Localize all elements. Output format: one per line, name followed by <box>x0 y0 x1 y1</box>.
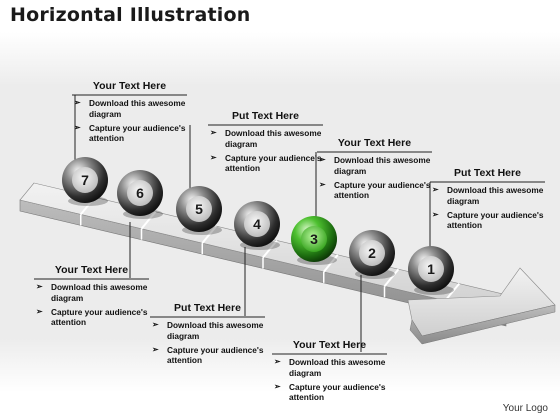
callout-bullet: Download this awesome diagram <box>208 128 323 150</box>
step-ball-5: 5 <box>176 186 222 235</box>
step-number: 2 <box>368 245 376 261</box>
step-ball-1: 1 <box>408 246 454 295</box>
callout-bullet: Capture your audience's attention <box>317 180 432 202</box>
callout-bullet: Capture your audience's attention <box>72 123 187 145</box>
step-ball-7: 7 <box>62 157 108 206</box>
step-ball-4: 4 <box>234 201 280 250</box>
callout-bullets: Download this awesome diagramCapture you… <box>430 185 545 231</box>
step-divider <box>140 211 157 230</box>
step-number: 7 <box>81 172 89 188</box>
callout-bullets: Download this awesome diagramCapture you… <box>317 155 432 201</box>
logo-text: Your Logo <box>502 403 548 414</box>
step-number: 6 <box>136 185 144 201</box>
callout-heading: Your Text Here <box>292 339 367 351</box>
staircase-arrow <box>19 182 556 345</box>
page-title: Horizontal Illustration <box>10 4 251 26</box>
step-divider <box>444 282 461 302</box>
ball-face <box>244 211 270 237</box>
callout-heading: Your Text Here <box>92 80 167 92</box>
callout-bullet: Download this awesome diagram <box>150 320 265 342</box>
callout-bullet: Capture your audience's attention <box>272 382 387 404</box>
callout-bullet: Capture your audience's attention <box>150 345 265 367</box>
step-ball-2: 2 <box>349 230 395 279</box>
callout-4: Put Text HereDownload this awesome diagr… <box>150 302 265 369</box>
callout-bullets: Download this awesome diagramCapture you… <box>208 128 323 174</box>
callout-7: Put Text HereDownload this awesome diagr… <box>430 167 545 234</box>
step-ball-3: 3 <box>291 216 337 265</box>
ball-face <box>359 240 385 266</box>
step-balls: 7 6 5 4 3 2 1 <box>62 157 454 295</box>
ball-face <box>72 167 98 193</box>
callout-1: Your Text HereDownload this awesome diag… <box>72 80 187 147</box>
ball-face <box>127 180 153 206</box>
callout-heading: Your Text Here <box>54 264 129 276</box>
callout-2: Your Text HereDownload this awesome diag… <box>34 264 149 331</box>
step-divider <box>262 239 278 259</box>
step-number: 4 <box>253 216 261 232</box>
callout-bullet: Download this awesome diagram <box>317 155 432 177</box>
step-divider <box>201 225 218 244</box>
callout-bullet: Capture your audience's attention <box>34 307 149 329</box>
step-ball-6: 6 <box>117 170 163 219</box>
callout-bullet: Capture your audience's attention <box>430 210 545 232</box>
callout-bullet: Capture your audience's attention <box>208 153 323 175</box>
callout-bullet: Download this awesome diagram <box>430 185 545 207</box>
callout-bullets: Download this awesome diagramCapture you… <box>272 357 387 403</box>
step-number: 1 <box>427 261 435 277</box>
callout-heading: Put Text Here <box>232 110 299 122</box>
callout-6: Your Text HereDownload this awesome diag… <box>272 339 387 406</box>
callout-5: Your Text HereDownload this awesome diag… <box>317 137 432 204</box>
callout-bullet: Download this awesome diagram <box>72 98 187 120</box>
step-divider <box>383 268 400 287</box>
step-number: 3 <box>310 231 318 247</box>
arrow-head-side <box>409 304 556 345</box>
step-divider <box>322 254 339 273</box>
callout-3: Put Text HereDownload this awesome diagr… <box>208 110 323 177</box>
callout-bullets: Download this awesome diagramCapture you… <box>150 320 265 366</box>
ball-face <box>301 226 327 252</box>
callout-heading: Put Text Here <box>454 167 521 179</box>
ball-face <box>418 256 444 282</box>
callout-bullet: Download this awesome diagram <box>272 357 387 379</box>
callout-heading: Your Text Here <box>337 137 412 149</box>
step-number: 5 <box>195 201 203 217</box>
ball-face <box>186 196 212 222</box>
callout-bullet: Download this awesome diagram <box>34 282 149 304</box>
callout-heading: Put Text Here <box>174 302 241 314</box>
callout-bullets: Download this awesome diagramCapture you… <box>34 282 149 328</box>
callout-bullets: Download this awesome diagramCapture you… <box>72 98 187 144</box>
